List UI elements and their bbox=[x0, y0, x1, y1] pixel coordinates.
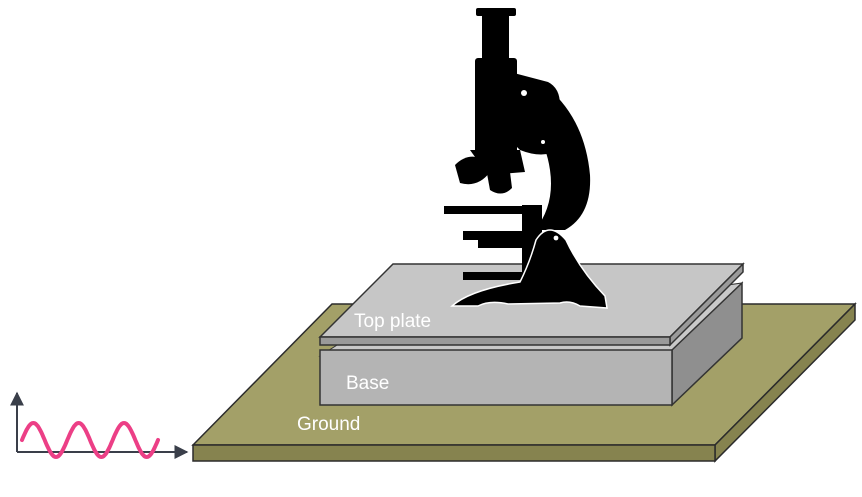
ground-front-face bbox=[192, 444, 716, 462]
base-label: Base bbox=[346, 373, 389, 394]
signal-wave bbox=[20, 420, 160, 460]
ground-label: Ground bbox=[297, 414, 360, 435]
top-plate-label: Top plate bbox=[354, 311, 431, 332]
sine-wave-signal-icon bbox=[10, 391, 189, 460]
top-plate-front-face bbox=[319, 336, 671, 346]
microscope-icon bbox=[444, 8, 608, 309]
base-front-face bbox=[319, 349, 673, 406]
